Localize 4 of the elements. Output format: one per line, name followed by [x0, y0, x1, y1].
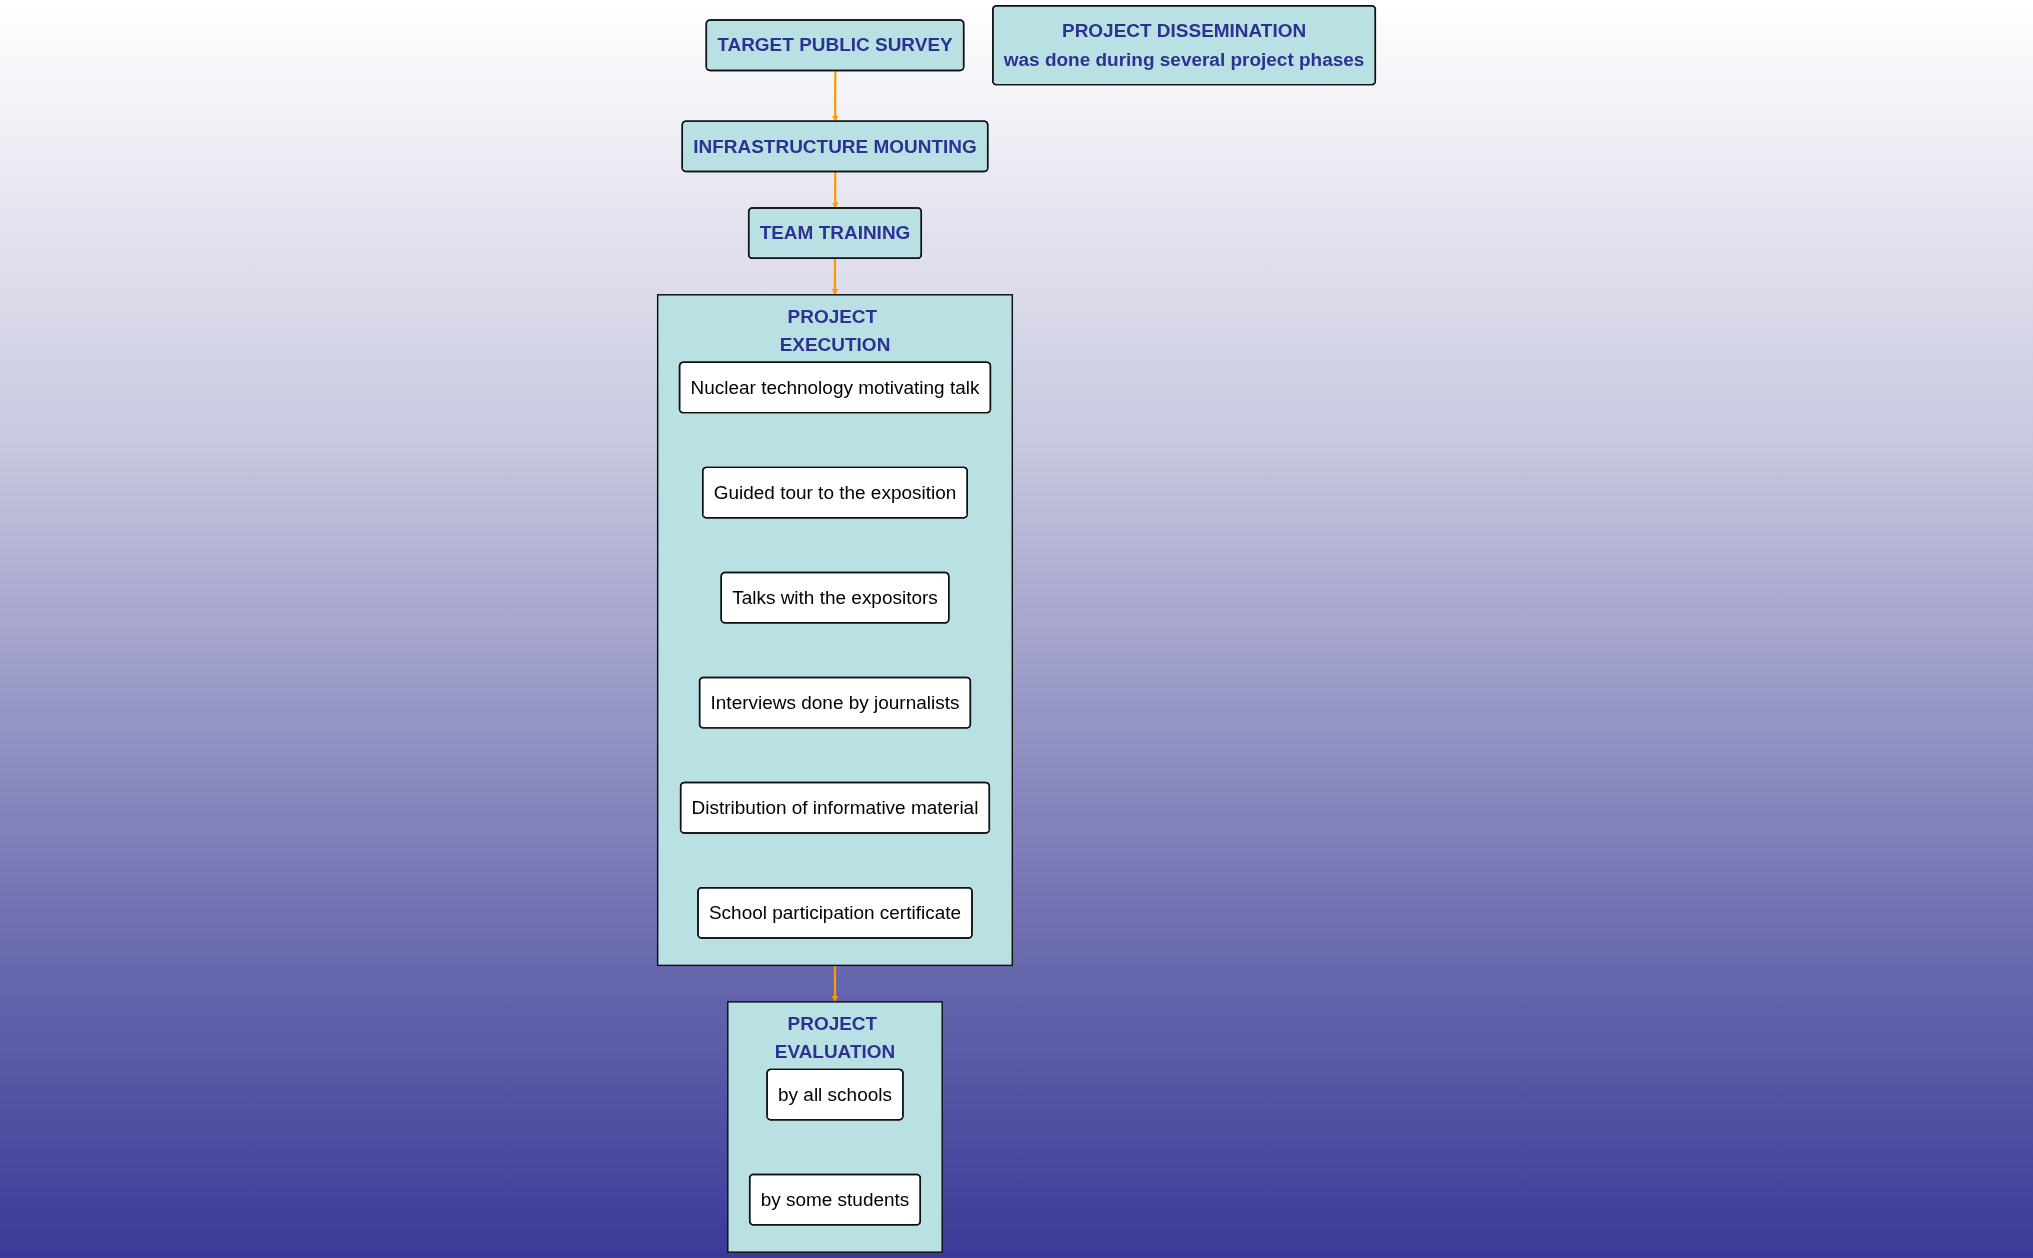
arrow	[832, 70, 839, 122]
arrow	[831, 965, 839, 1003]
arrow	[832, 171, 839, 209]
arrow	[831, 258, 839, 296]
